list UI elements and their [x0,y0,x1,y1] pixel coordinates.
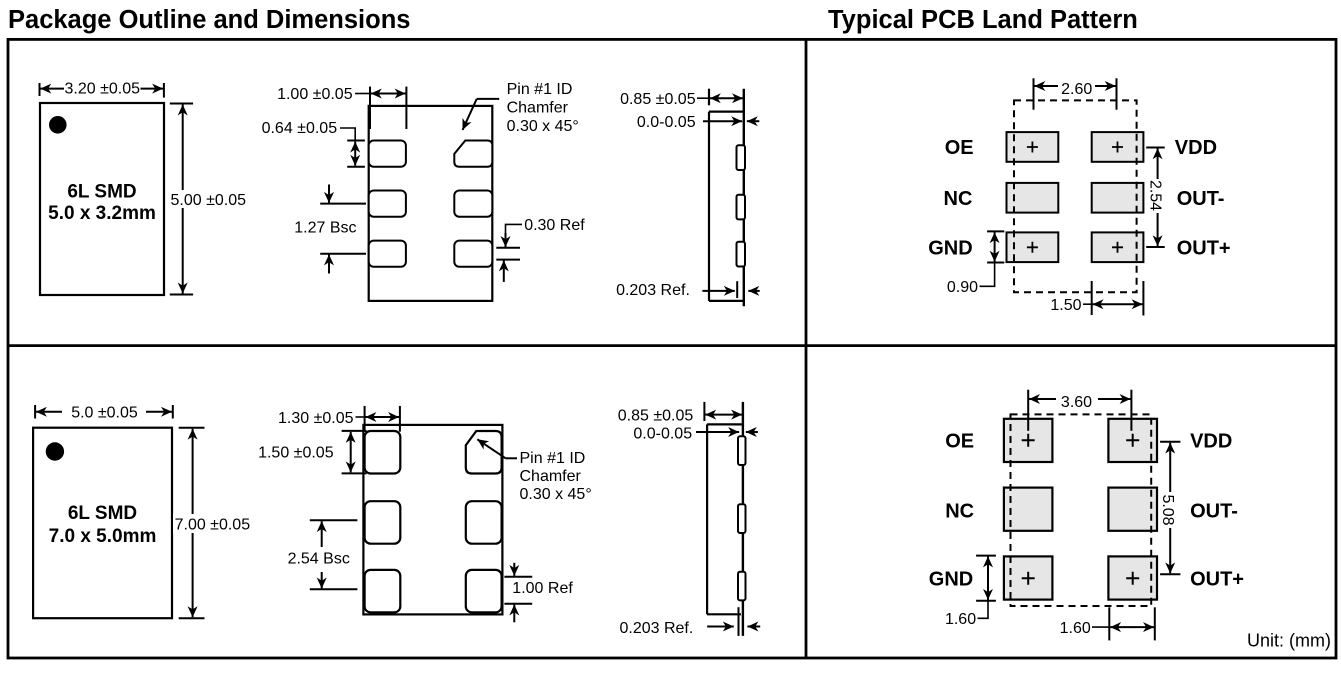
svg-text:VDD: VDD [1175,137,1217,159]
svg-text:1.60: 1.60 [1060,620,1091,637]
svg-text:1.27 Bsc: 1.27 Bsc [294,220,356,237]
svg-text:6L SMD: 6L SMD [67,181,136,202]
svg-text:6L SMD: 6L SMD [68,503,137,524]
svg-text:2.60: 2.60 [1061,81,1092,98]
svg-text:2.54: 2.54 [1147,180,1164,211]
svg-text:1.30 ±0.05: 1.30 ±0.05 [278,410,354,427]
svg-text:7.0 x 5.0mm: 7.0 x 5.0mm [49,526,157,547]
svg-text:0.90: 0.90 [947,279,978,296]
svg-text:0.85 ±0.05: 0.85 ±0.05 [618,407,694,424]
svg-text:3.20 ±0.05: 3.20 ±0.05 [65,81,141,98]
svg-text:GND: GND [928,238,972,260]
svg-text:Unit: (mm): Unit: (mm) [1247,630,1331,650]
svg-text:Pin #1 ID: Pin #1 ID [507,81,573,98]
svg-text:VDD: VDD [1190,430,1232,452]
svg-text:0.30 Ref: 0.30 Ref [524,217,585,234]
svg-text:Chamfer: Chamfer [507,100,569,117]
svg-text:0.64 ±0.05: 0.64 ±0.05 [262,120,338,137]
svg-text:0.0-0.05: 0.0-0.05 [637,114,696,131]
svg-text:5.0 ±0.05: 5.0 ±0.05 [71,405,138,422]
svg-text:0.0-0.05: 0.0-0.05 [633,426,692,443]
svg-text:5.00 ±0.05: 5.00 ±0.05 [171,192,247,209]
svg-text:1.50: 1.50 [1050,297,1081,314]
svg-text:1.00 Ref: 1.00 Ref [512,580,573,597]
svg-text:0.85 ±0.05: 0.85 ±0.05 [620,91,696,108]
svg-text:OUT-: OUT- [1190,501,1238,523]
svg-text:OE: OE [945,137,974,159]
svg-text:OUT+: OUT+ [1177,238,1231,260]
svg-text:Chamfer: Chamfer [520,468,582,485]
svg-text:GND: GND [929,568,973,590]
svg-text:1.60: 1.60 [945,611,976,628]
svg-text:2.54 Bsc: 2.54 Bsc [288,550,350,567]
svg-text:5.08: 5.08 [1159,494,1176,525]
svg-text:0.30 x 45°: 0.30 x 45° [520,486,592,503]
svg-text:NC: NC [945,501,974,523]
svg-text:OE: OE [945,430,974,452]
svg-text:0.203 Ref.: 0.203 Ref. [619,620,693,637]
svg-text:7.00 ±0.05: 7.00 ±0.05 [175,516,251,533]
svg-text:0.203 Ref.: 0.203 Ref. [616,282,690,299]
svg-text:1.00 ±0.05: 1.00 ±0.05 [277,86,353,103]
svg-text:Pin #1 ID: Pin #1 ID [520,450,586,467]
svg-text:OUT+: OUT+ [1190,568,1244,590]
svg-text:Package Outline and Dimensions: Package Outline and Dimensions [8,6,410,34]
svg-text:0.30 x 45°: 0.30 x 45° [507,118,579,135]
svg-text:Typical PCB Land Pattern: Typical PCB Land Pattern [828,6,1138,34]
svg-text:5.0 x 3.2mm: 5.0 x 3.2mm [48,203,156,224]
svg-text:3.60: 3.60 [1061,394,1092,411]
svg-text:OUT-: OUT- [1177,188,1225,210]
svg-text:1.50 ±0.05: 1.50 ±0.05 [258,444,334,461]
svg-text:NC: NC [944,188,973,210]
